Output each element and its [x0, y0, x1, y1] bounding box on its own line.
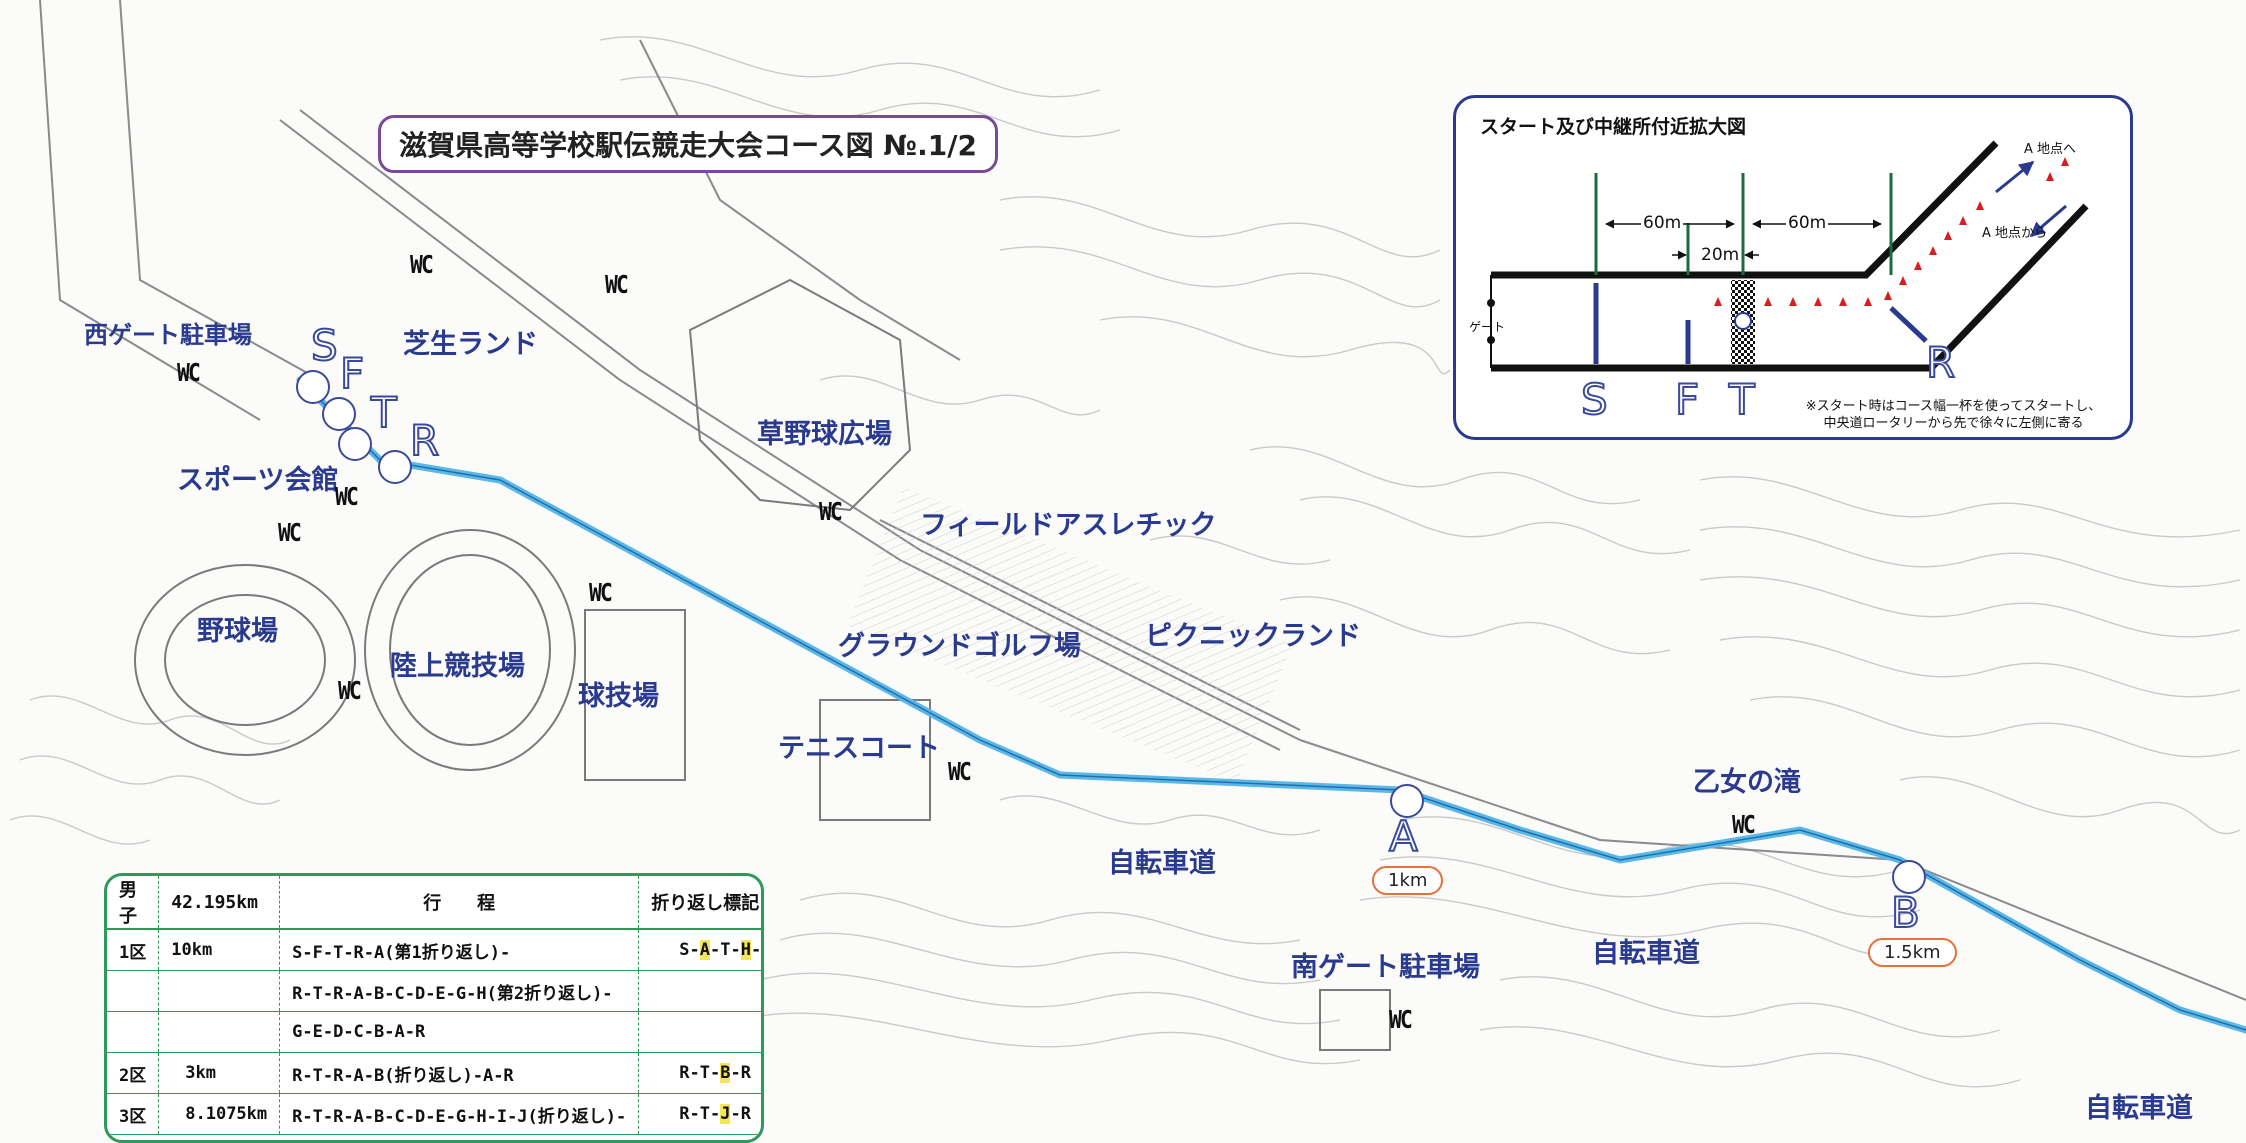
checkpoint-r-letter: R	[409, 415, 440, 466]
dim-60m-right: 60m	[1786, 213, 1829, 233]
title-box: 滋賀県高等学校駅伝競走大会コース図 №.1/2	[378, 115, 998, 173]
label-bike-path-3: 自転車道	[2085, 1093, 2193, 1124]
label-field-athletic: フィールドアスレチック	[920, 510, 1217, 541]
inset-note: ※スタート時はコース幅一杯を使ってスタートし、 中央道ロータリーから先で徐々に左…	[1781, 398, 2126, 432]
road-upper-edge	[1491, 140, 1999, 279]
header-route: 行 程	[279, 876, 640, 930]
label-shiba-land: 芝生ランド	[403, 329, 538, 360]
checkpoint-f-letter: F	[339, 348, 365, 399]
table-row: G-E-D-C-B-A-R	[107, 1011, 761, 1053]
turnaround-marker: R-T-B-R	[638, 1052, 761, 1094]
label-picnic-land: ピクニックランド	[1145, 621, 1361, 652]
checkpoint-b-distance: 1.5km	[1868, 938, 1957, 967]
checkpoint-t-marker	[338, 427, 372, 461]
wc-marker: WC	[1731, 810, 1756, 839]
table-row: R-T-R-A-B-C-D-E-G-H(第2折り返し)-	[107, 970, 761, 1012]
schedule-header-row: 男子 42.195km 行 程 折り返し標記	[107, 876, 761, 930]
ground-golf-area	[847, 486, 1293, 784]
label-kusano-baseball: 草野球広場	[757, 419, 892, 450]
table-row: 2区 3km R-T-R-A-B(折り返し)-A-R R-T-B-R	[107, 1052, 761, 1094]
header-category: 男子	[107, 876, 160, 930]
checkpoint-a-marker	[1390, 784, 1424, 818]
wc-marker: WC	[1388, 1005, 1413, 1034]
schedule-table: 男子 42.195km 行 程 折り返し標記 1区 10km S-F-T-R-A…	[104, 873, 764, 1143]
label-athletics-stadium: 陸上競技場	[390, 651, 525, 682]
header-turnaround: 折り返し標記	[638, 876, 761, 930]
table-row: 3区 8.1075km R-T-R-A-B-C-D-E-G-H-I-J(折り返し…	[107, 1093, 761, 1135]
checkpoint-s-letter: S	[310, 320, 339, 371]
road-lower-edge	[1491, 203, 2089, 372]
checkpoint-a-letter: A	[1388, 811, 1419, 862]
label-bike-path-1: 自転車道	[1108, 848, 1216, 879]
inset-note-line1: ※スタート時はコース幅一杯を使ってスタートし、	[1805, 399, 2102, 414]
label-tennis-court: テニスコート	[778, 733, 940, 764]
checkpoint-t-letter: T	[370, 387, 398, 438]
label-west-gate-parking: 西ゲート駐車場	[84, 321, 252, 349]
wc-marker: WC	[818, 497, 843, 526]
checkpoint-a-distance: 1km	[1372, 866, 1444, 895]
label-ball-stadium: 球技場	[578, 681, 659, 712]
turnaround-marker: S-A-T-H-R	[638, 929, 761, 971]
inset-title: スタート及び中継所付近拡大図	[1480, 116, 1747, 138]
label-sports-hall: スポーツ会館	[177, 465, 339, 496]
label-baseball-stadium: 野球場	[197, 616, 278, 647]
to-a-label: A 地点へ	[2024, 142, 2077, 157]
arrow-from-a	[2029, 204, 2067, 238]
wc-marker: WC	[176, 358, 201, 387]
checkpoint-f-marker	[322, 397, 356, 431]
wc-marker: WC	[409, 250, 434, 279]
table-row: 1区 10km S-F-T-R-A(第1折り返し)- S-A-T-H-R	[107, 929, 761, 971]
label-bike-path-2: 自転車道	[1592, 938, 1700, 969]
checkpoint-b-marker	[1892, 860, 1926, 894]
dim-20m: 20m	[1699, 245, 1742, 265]
wc-marker: WC	[947, 757, 972, 786]
start-relay-inset: スタート及び中継所付近拡大図	[1453, 95, 2133, 440]
checkpoint-b-letter: B	[1890, 887, 1921, 938]
label-south-gate-parking: 南ゲート駐車場	[1291, 952, 1480, 983]
header-total-distance: 42.195km	[158, 876, 281, 930]
inset-note-line2: 中央道ロータリーから先で徐々に左側に寄る	[1823, 416, 2084, 431]
label-otome-falls: 乙女の滝	[1693, 767, 1801, 798]
gate-post	[1487, 336, 1495, 344]
wc-marker: WC	[277, 518, 302, 547]
wc-marker: WC	[337, 676, 362, 705]
inset-letter-s: S	[1580, 374, 1609, 425]
return-line	[1889, 306, 1928, 343]
inset-letter-t: T	[1728, 374, 1756, 425]
arrow-to-a	[1995, 160, 2035, 194]
label-ground-golf: グラウンドゴルフ場	[838, 631, 1081, 662]
facilities	[134, 278, 1391, 1051]
checkpoint-s-marker	[296, 370, 330, 404]
cones	[1714, 157, 2069, 306]
gate-label: ゲート	[1469, 320, 1506, 334]
checkpoint-r-marker	[378, 450, 412, 484]
wc-marker: WC	[334, 482, 359, 511]
dim-60m-left: 60m	[1641, 213, 1684, 233]
gate-post	[1487, 299, 1495, 307]
inset-letter-r: R	[1925, 337, 1956, 388]
contour-lines	[9, 36, 2241, 1088]
relay-point	[1734, 312, 1752, 330]
inset-diagram	[1487, 140, 2089, 372]
map-title: 滋賀県高等学校駅伝競走大会コース図 №.1/2	[399, 129, 977, 162]
inset-letter-f: F	[1674, 374, 1700, 425]
from-a-label: A 地点から	[1982, 226, 2048, 241]
turnaround-marker: R-T-J-R	[638, 1093, 761, 1135]
wc-marker: WC	[604, 270, 629, 299]
wc-marker: WC	[588, 578, 613, 607]
